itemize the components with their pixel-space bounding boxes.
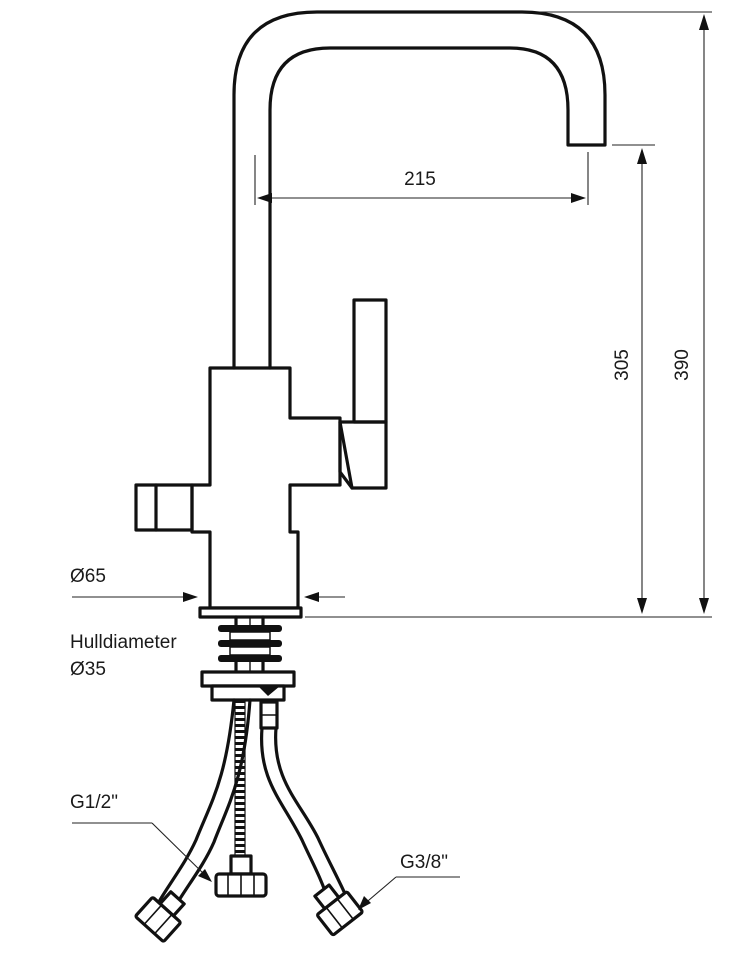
reach-dimension: 215 bbox=[254, 152, 589, 205]
hose-right bbox=[259, 726, 348, 902]
spout bbox=[232, 10, 607, 370]
spout-height-dimension: 305 bbox=[612, 148, 647, 614]
fitting-right bbox=[313, 883, 364, 937]
connection-left-annotation: G1/2" bbox=[70, 792, 212, 882]
hole-diameter-value: Ø35 bbox=[70, 659, 106, 680]
side-knob bbox=[134, 483, 194, 532]
reach-label: 215 bbox=[404, 169, 436, 190]
faucet-body bbox=[190, 366, 342, 610]
total-height-dimension: 390 bbox=[672, 14, 709, 614]
spout-height-label: 305 bbox=[612, 349, 633, 381]
base-diameter-label: Ø65 bbox=[70, 566, 106, 587]
base-diameter-dimension: Ø65 bbox=[70, 566, 345, 602]
lever-handle bbox=[338, 298, 388, 490]
connection-right-label: G3/8" bbox=[400, 852, 448, 873]
connection-left-label: G1/2" bbox=[70, 792, 118, 813]
connection-right-annotation: G3/8" bbox=[358, 852, 460, 910]
fitting-left bbox=[134, 890, 186, 943]
total-height-label: 390 bbox=[672, 349, 693, 381]
hose-left bbox=[158, 698, 252, 907]
hole-diameter-annotation: Hulldiameter Ø35 bbox=[70, 632, 177, 680]
fitting-center bbox=[214, 854, 268, 898]
base-plate bbox=[198, 606, 303, 619]
hole-diameter-title: Hulldiameter bbox=[70, 632, 177, 653]
braided-hose bbox=[234, 700, 246, 860]
mounting-nut bbox=[200, 670, 296, 702]
hose-connector bbox=[259, 700, 279, 730]
washer-stack bbox=[218, 625, 282, 662]
